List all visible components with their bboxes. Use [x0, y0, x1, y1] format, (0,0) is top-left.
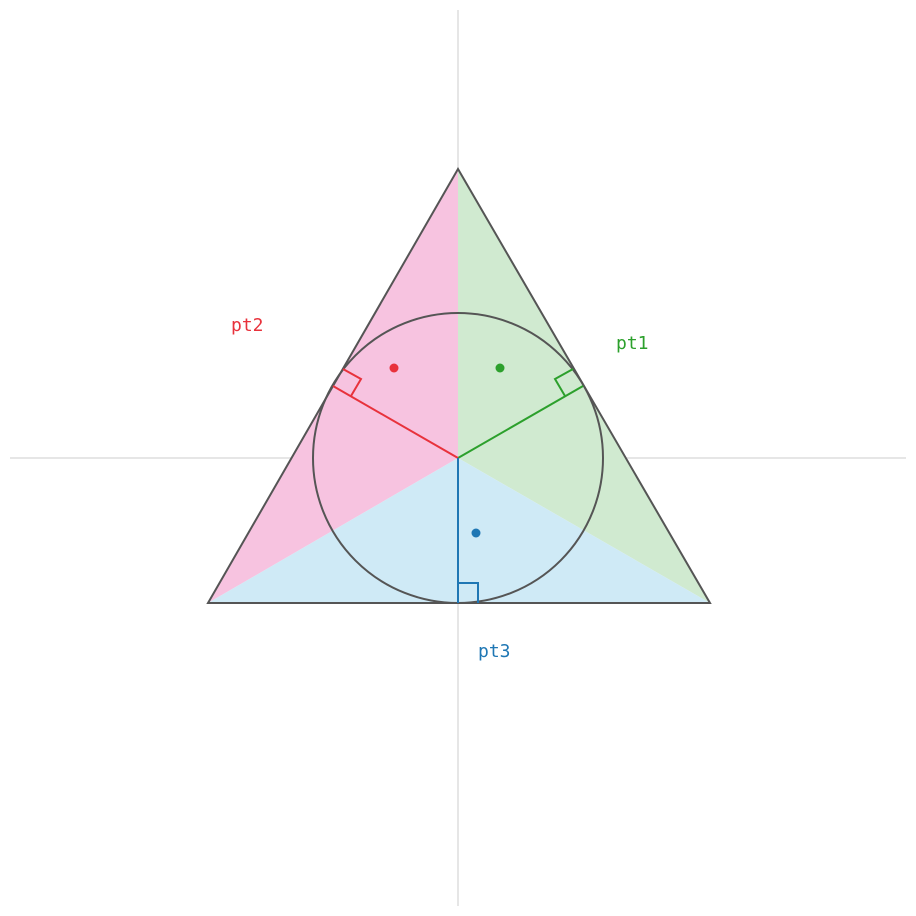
label-pt3: pt3 [478, 641, 511, 662]
label-pt2: pt2 [231, 315, 264, 336]
label-pt1: pt1 [616, 333, 649, 354]
radius-pt1 [457, 385, 584, 459]
point-pt3 [471, 528, 481, 538]
radius-pt2 [332, 385, 459, 459]
right-angle-marker-pt2 [342, 368, 363, 397]
right-angle-marker-pt1 [553, 368, 574, 397]
right-angle-marker-pt3 [458, 582, 479, 603]
point-pt1 [495, 363, 505, 373]
point-pt2 [389, 363, 399, 373]
